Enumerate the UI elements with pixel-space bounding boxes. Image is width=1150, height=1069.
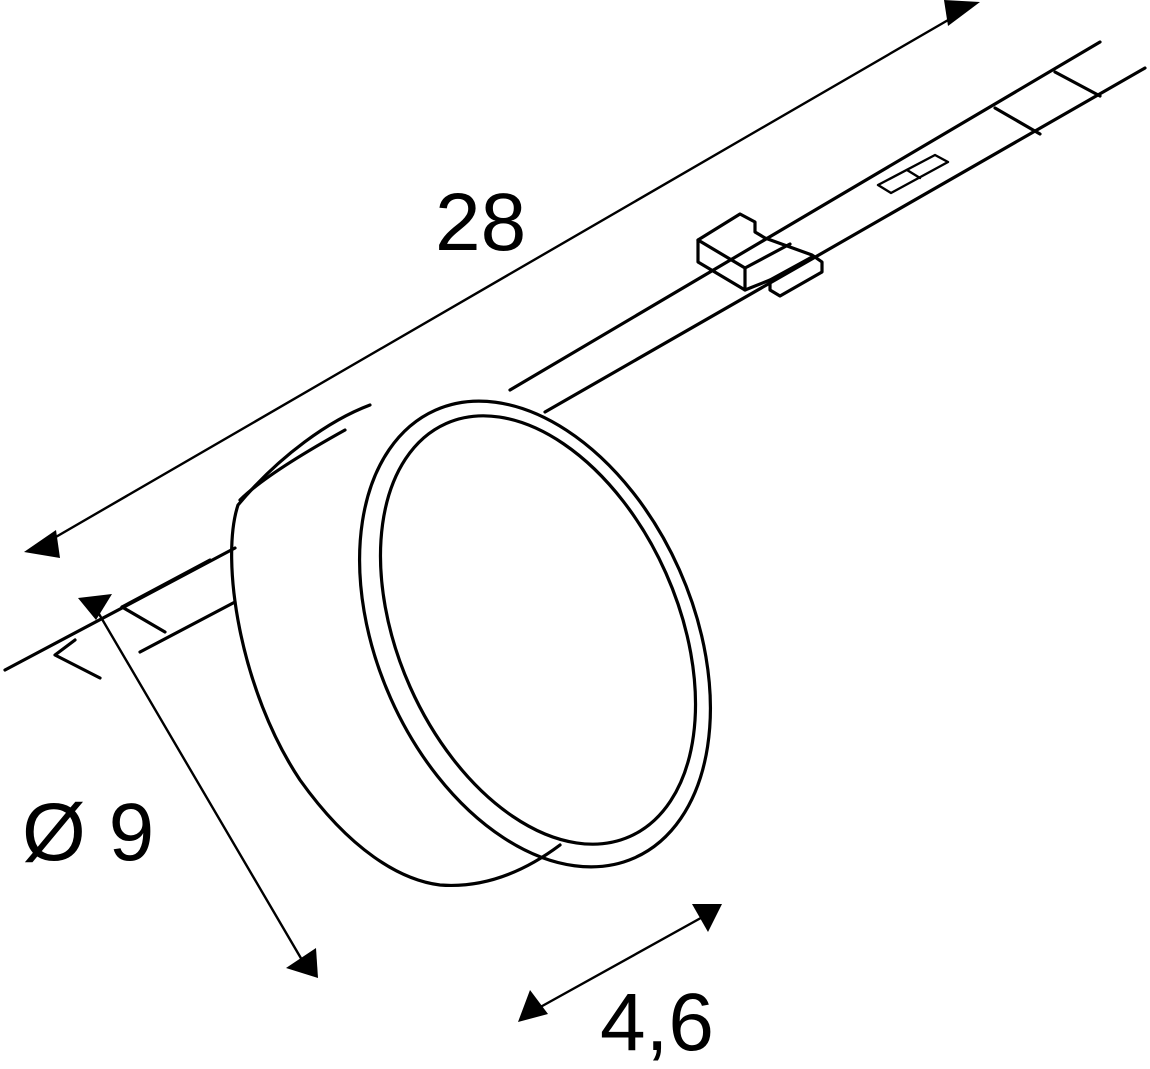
luminaire-head — [230, 399, 712, 888]
depth-arrow-start — [518, 990, 548, 1022]
dimension-diameter: Ø 9 — [22, 594, 318, 978]
track-rail — [3, 40, 1147, 680]
length-arrow-end — [944, 0, 980, 26]
depth-label: 4,6 — [600, 977, 714, 1068]
dimension-depth: 4,6 — [518, 904, 722, 1068]
diameter-arrow-start — [78, 594, 112, 620]
length-arrow-start — [24, 530, 60, 558]
diameter-arrow-end — [286, 948, 318, 978]
length-label: 28 — [435, 177, 526, 268]
depth-arrow-end — [692, 904, 722, 932]
rail-connector-clip — [696, 212, 824, 298]
rail-slot-marking — [876, 153, 950, 195]
dimension-length: 28 — [24, 0, 980, 558]
diameter-label: Ø 9 — [22, 787, 154, 878]
